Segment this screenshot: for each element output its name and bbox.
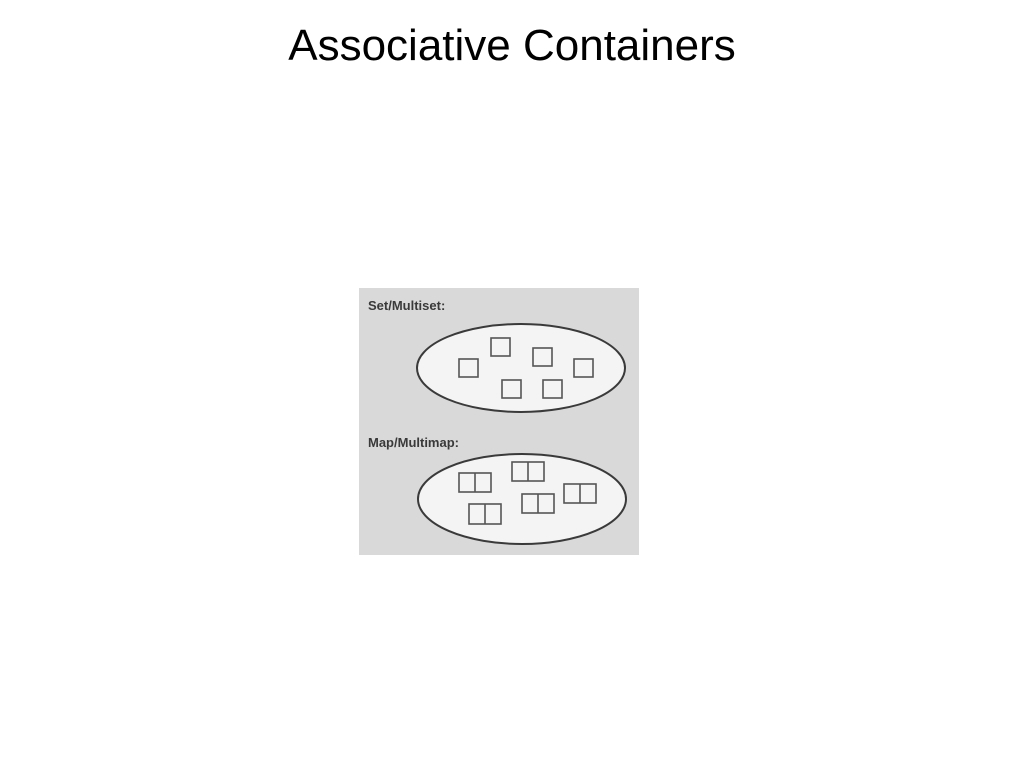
set-element: [573, 358, 594, 378]
map-element-pair: [521, 493, 555, 514]
set-container-ellipse: [416, 323, 626, 413]
set-multiset-label: Set/Multiset:: [368, 298, 445, 313]
set-element: [542, 379, 563, 399]
figure-svg: Set/Multiset: Map/Multimap:: [368, 298, 627, 545]
set-element: [501, 379, 522, 399]
slide-title: Associative Containers: [288, 21, 736, 70]
map-multimap-label: Map/Multimap:: [368, 435, 459, 450]
associative-containers-figure: Set/Multiset: Map/Multimap:: [359, 288, 639, 555]
set-element: [532, 347, 553, 367]
set-element: [490, 337, 511, 357]
map-element-pair: [458, 472, 492, 493]
map-elements: [458, 461, 597, 525]
map-element-pair: [563, 483, 597, 504]
set-element: [458, 358, 479, 378]
set-elements: [458, 337, 594, 399]
map-element-pair: [511, 461, 545, 482]
map-element-pair: [468, 503, 502, 525]
